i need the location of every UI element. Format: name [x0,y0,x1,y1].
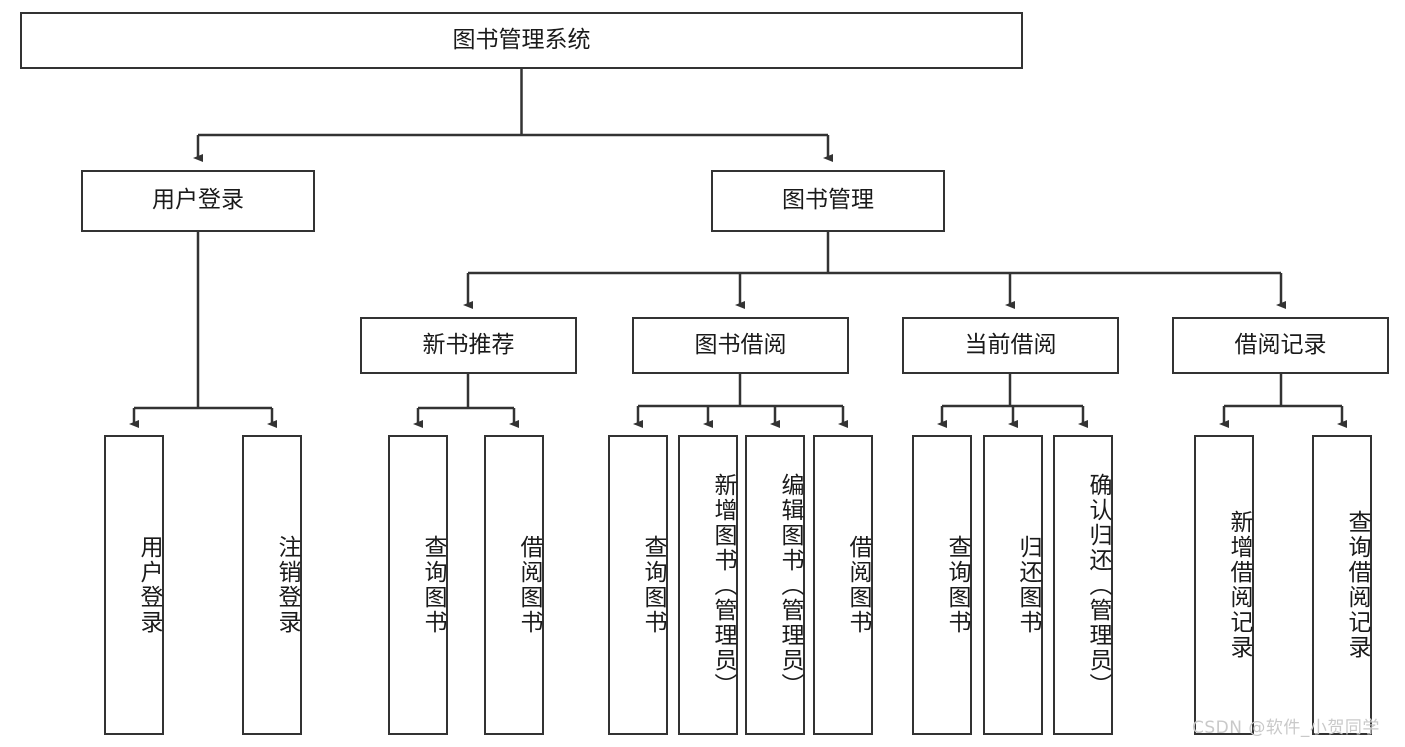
leaf-query-book-borrow[interactable]: 查询图书 [608,435,668,735]
node-new-book-recommendation[interactable]: 新书推荐 [360,317,577,374]
node-book-management[interactable]: 图书管理 [711,170,945,232]
node-label: 查询图书 [640,535,666,635]
node-label: 借阅图书 [845,535,871,635]
node-label: 查询借阅记录 [1344,510,1370,660]
leaf-edit-book-admin[interactable]: 编辑图书（管理员） [745,435,805,735]
node-label: 用户登录 [152,187,244,214]
node-label: 新增图书（管理员） [710,472,736,698]
leaf-query-book-current[interactable]: 查询图书 [912,435,972,735]
node-book-borrow[interactable]: 图书借阅 [632,317,849,374]
leaf-return-book[interactable]: 归还图书 [983,435,1043,735]
node-label: 查询图书 [944,535,970,635]
node-label: 查询图书 [420,535,446,635]
node-label: 新书推荐 [422,331,515,358]
node-borrow-record[interactable]: 借阅记录 [1172,317,1389,374]
node-label: 用户登录 [136,535,162,635]
node-label: 归还图书 [1015,535,1041,635]
leaf-add-book-admin[interactable]: 新增图书（管理员） [678,435,738,735]
leaf-borrow-book[interactable]: 借阅图书 [813,435,873,735]
leaf-logout[interactable]: 注销登录 [242,435,302,735]
node-label: 借阅记录 [1234,331,1327,358]
node-label: 借阅图书 [516,535,542,635]
leaf-query-book-rec[interactable]: 查询图书 [388,435,448,735]
leaf-add-borrow-record[interactable]: 新增借阅记录 [1194,435,1254,735]
leaf-user-login[interactable]: 用户登录 [104,435,164,735]
node-label: 注销登录 [274,535,300,635]
leaf-confirm-return-admin[interactable]: 确认归还（管理员） [1053,435,1113,735]
leaf-borrow-book-rec[interactable]: 借阅图书 [484,435,544,735]
node-label: 确认归还（管理员） [1085,472,1111,698]
node-current-borrow[interactable]: 当前借阅 [902,317,1119,374]
node-label: 编辑图书（管理员） [777,472,803,698]
node-label: 图书借阅 [694,331,787,358]
node-label: 当前借阅 [964,331,1057,358]
node-root-system[interactable]: 图书管理系统 [20,12,1023,69]
node-label: 图书管理 [782,187,874,214]
leaf-query-borrow-record[interactable]: 查询借阅记录 [1312,435,1372,735]
node-label: 图书管理系统 [452,26,591,53]
node-label: 新增借阅记录 [1226,510,1252,660]
node-user-login[interactable]: 用户登录 [81,170,315,232]
